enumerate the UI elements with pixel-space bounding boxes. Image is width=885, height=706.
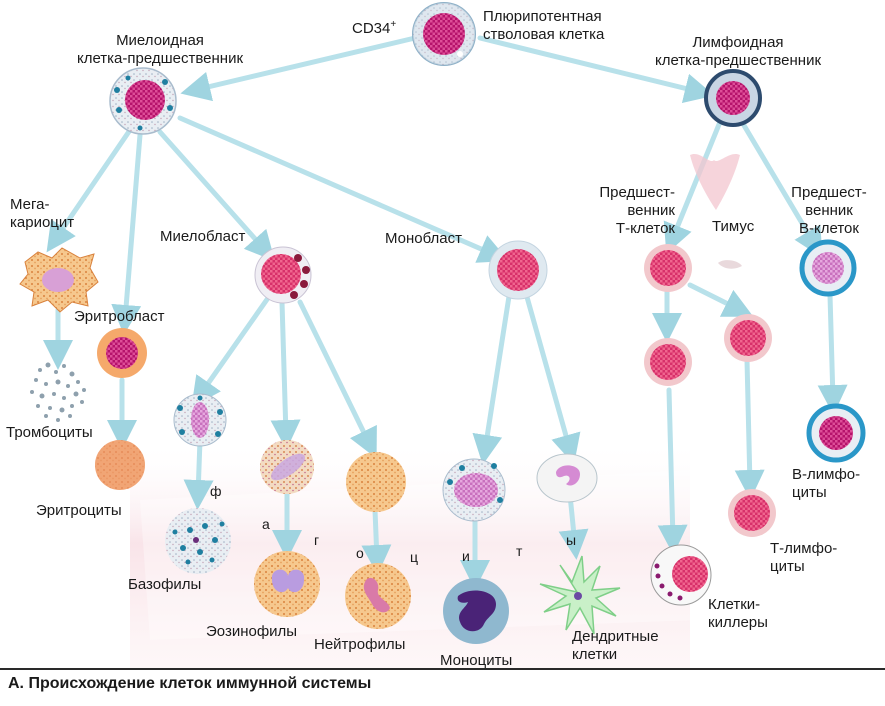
phagocytes-letter: и [462,548,470,564]
thymus-label: Тимус [712,218,755,235]
t-lymphocyte-cell [728,489,776,537]
myeloid-progenitor-cell [109,67,177,135]
lymphoid-progenitor-label: Лимфоидная клетка-предшественник [654,34,822,69]
b-precursor-cell [799,239,857,297]
myeloblast-label: Миелобласт [160,228,246,245]
dendritic-cell [539,555,621,635]
basophils-label: Базофилы [128,576,202,593]
platelets-cluster [30,362,86,422]
monoblast-label: Монобласт [385,230,463,247]
t-lymphocytes-label: Т-лимфо- циты [770,540,838,575]
monocytes-label: Моноциты [440,652,513,669]
thymus-shape [690,153,740,210]
erythroblast-label: Эритробласт [74,308,165,325]
dendritic-precursor-cell [536,453,598,503]
b-precursor-label: Предшест- венник В-клеток [791,184,867,237]
megakaryocyte-cell [19,247,99,313]
neutrophils-label: Нейтрофилы [314,636,406,653]
phagocytes-letter: ф [210,483,222,499]
dendritic-cells-label: Дендритные клетки [572,628,659,663]
monocyte-cell [443,578,509,644]
phagocytes-letter: т [516,543,523,559]
basophil-precursor-cell [173,393,227,447]
phagocytes-letter: а [262,516,270,532]
erythrocytes-label: Эритроциты [36,502,122,519]
basophil-cell [165,508,231,574]
t-precursor-label: Предшест- венник Т-клеток [599,184,675,237]
t-cell-intermediate-right [724,314,772,362]
phagocytes-letter: ы [566,532,577,548]
phagocytes-letter: ц [410,549,419,565]
monoblast-cell [488,240,548,300]
lineage-arrows [43,35,848,590]
killer-cell [650,544,712,606]
killer-cells-label: Клетки- киллеры [708,596,768,631]
t-cell-intermediate-left [644,338,692,386]
megakaryocyte-label: Мега- кариоцит [10,196,75,231]
cd34-label: CD34+ [352,19,397,37]
eosinophils-label: Эозинофилы [206,623,298,640]
lymphoid-progenitor-cell [704,69,762,127]
b-lymphocyte-cell [806,403,866,463]
phagocytes-letter: г [314,532,320,548]
caption-rule [0,668,885,670]
myeloblast-cell [254,246,312,304]
t-precursor-cell [644,244,692,292]
eosinophil-precursor-cell [260,440,314,494]
eosinophil-cell [254,551,320,617]
figure-caption: А. Происхождение клеток иммунной системы [8,675,372,692]
neutrophil-precursor-cell [346,452,406,512]
phagocytes-letter: о [356,545,364,561]
monocyte-precursor-cell [442,458,506,522]
stem-cell [412,2,476,66]
platelets-label: Тромбоциты [6,424,93,441]
neutrophil-cell [345,563,411,629]
b-lymphocytes-label: В-лимфо- циты [792,466,861,501]
erythroblast-cell [97,328,147,378]
myeloid-progenitor-label: Миелоидная клетка-предшественник [76,32,244,67]
stem-cell-label: Плюрипотентная стволовая клетка [483,8,605,43]
